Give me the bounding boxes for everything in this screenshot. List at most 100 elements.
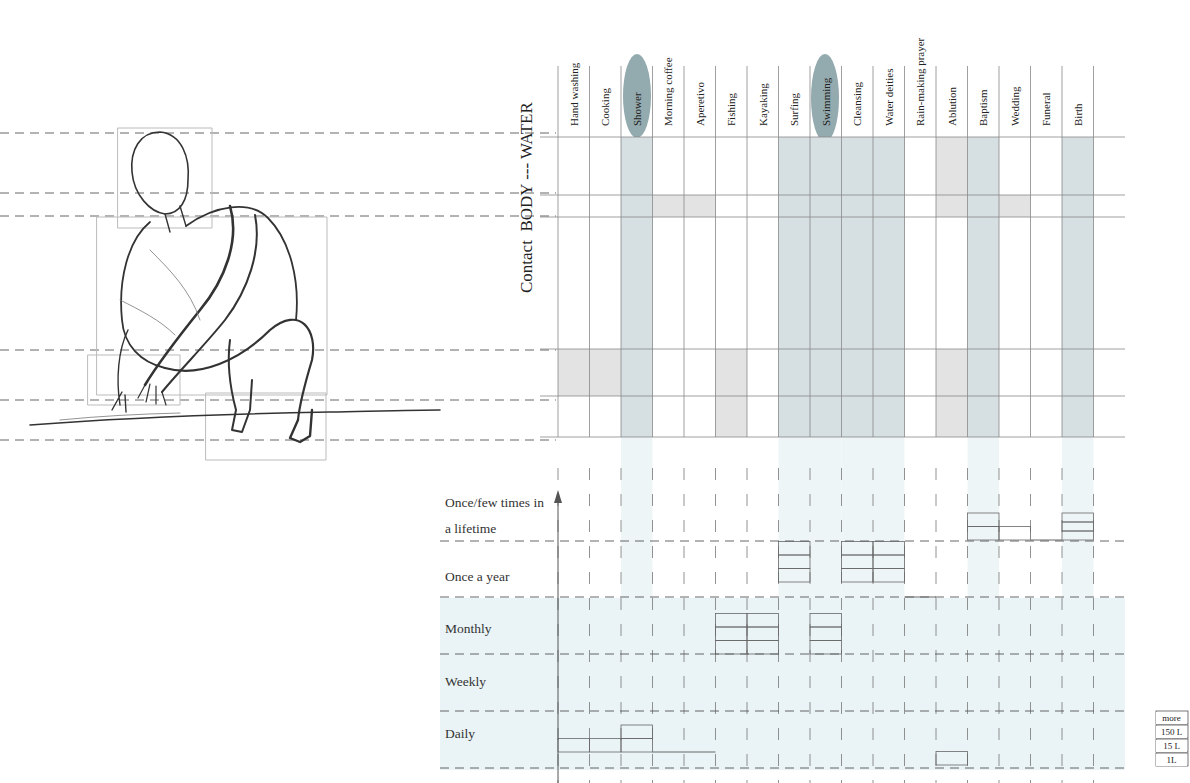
- volume-bar: [873, 542, 905, 556]
- volume-bar: [747, 614, 779, 628]
- volume-bar: [747, 627, 779, 641]
- contact-cell: [936, 137, 968, 195]
- volume-bar: [842, 555, 874, 569]
- contact-cell: [716, 396, 748, 437]
- column-fade: [968, 437, 1000, 598]
- legend-scale-label: 15 L: [1156, 740, 1187, 752]
- guide-line: [0, 440, 556, 441]
- volume-bar: [968, 527, 1000, 541]
- volume-bar: [1062, 522, 1094, 531]
- frequency-band: [440, 598, 1125, 770]
- volume-bar: [653, 752, 685, 753]
- grid-col-dash: [904, 468, 905, 783]
- column-header: Hand washing: [567, 63, 581, 126]
- frequency-label: Once a year: [445, 569, 509, 585]
- volume-bar: [810, 641, 842, 655]
- column-header: Surfing: [787, 93, 801, 126]
- column-header: Birth: [1071, 103, 1085, 126]
- contact-cell: [558, 349, 590, 396]
- grid-row-line: [540, 217, 1125, 218]
- column-fade: [621, 437, 653, 598]
- column-header: Morning coffee: [661, 57, 675, 126]
- frequency-line: [440, 768, 1125, 769]
- volume-bar: [842, 542, 874, 556]
- column-header: Kayaking: [756, 83, 770, 126]
- grid-col-line: [1062, 66, 1063, 437]
- column-header: Funeral: [1039, 92, 1053, 126]
- contact-cell: [653, 195, 685, 217]
- volume-bar: [716, 627, 748, 641]
- column-header: Shower: [630, 92, 644, 126]
- column-header: Aperetivo: [693, 82, 707, 126]
- grid-col-line: [652, 66, 653, 437]
- grid-col-line: [873, 66, 874, 437]
- volume-bar: [684, 752, 716, 753]
- volume-bar: [842, 569, 874, 583]
- volume-bar: [590, 739, 622, 753]
- grid-col-line: [904, 66, 905, 437]
- column-header: Swimming: [819, 78, 833, 126]
- column-fade: [1062, 437, 1094, 598]
- grid-col-dash: [936, 468, 937, 783]
- guide-line: [0, 133, 556, 134]
- column-header: Water deities: [882, 69, 896, 126]
- volume-bar: [905, 597, 937, 598]
- grid-col-line: [1030, 66, 1031, 437]
- grid-row-line: [540, 396, 1125, 397]
- contact-cell: [936, 396, 968, 437]
- grid-row-line: [540, 195, 1125, 196]
- volume-bar: [747, 641, 779, 655]
- axis-title: Contact BODY --- WATER: [517, 102, 537, 293]
- contact-cell: [684, 195, 716, 217]
- grid-row-line: [540, 437, 1125, 438]
- volume-bar: [873, 569, 905, 583]
- volume-bar: [779, 555, 811, 569]
- frequency-line: [440, 654, 1125, 655]
- volume-bar: [810, 627, 842, 641]
- grid-col-line: [1093, 66, 1094, 437]
- frequency-label: Weekly: [445, 674, 486, 690]
- grid-col-line: [747, 66, 748, 437]
- volume-bar: [558, 739, 590, 753]
- figure-sketch: [30, 128, 440, 460]
- legend-scale-label: more: [1156, 712, 1187, 724]
- volume-bar: [716, 614, 748, 628]
- volume-bar: [621, 725, 653, 739]
- grid-col-line: [684, 66, 685, 437]
- highlight-ellipse: [623, 54, 651, 138]
- volume-bar: [779, 542, 811, 556]
- column-header: Rain-making prayer: [913, 38, 927, 126]
- contact-cell: [936, 349, 968, 396]
- grid-col-dash: [558, 468, 559, 783]
- frequency-label: Daily: [445, 726, 475, 742]
- grid-row-line: [540, 349, 1125, 350]
- contact-column: [779, 137, 811, 437]
- volume-bar: [779, 569, 811, 583]
- guide-line: [0, 400, 556, 401]
- frequency-label: Once/few times in a lifetime: [445, 490, 553, 542]
- contact-cell: [999, 195, 1031, 217]
- highlight-ellipse: [811, 54, 839, 142]
- volume-bar: [873, 555, 905, 569]
- contact-cell: [590, 349, 622, 396]
- contact-column: [873, 137, 905, 437]
- grid-col-dash: [1030, 468, 1031, 783]
- contact-column: [968, 137, 1000, 437]
- volume-bar: [1031, 540, 1063, 541]
- frequency-label: Monthly: [445, 621, 492, 637]
- grid-col-line: [589, 66, 590, 437]
- column-header: Fishing: [724, 93, 738, 126]
- grid-col-line: [841, 66, 842, 437]
- contact-cell: [716, 349, 748, 396]
- grid-col-line: [967, 66, 968, 437]
- column-header: Ablution: [945, 87, 959, 126]
- grid-col-dash: [873, 468, 874, 783]
- legend-boxes: [1156, 711, 1188, 766]
- grid-lines: [0, 66, 1125, 783]
- volume-bar: [621, 739, 653, 753]
- legend-scale-label: 1L: [1156, 754, 1187, 766]
- guide-line: [0, 350, 556, 351]
- grid-col-line: [999, 66, 1000, 437]
- grid-col-line: [621, 66, 622, 437]
- axis-arrowhead: [554, 490, 562, 503]
